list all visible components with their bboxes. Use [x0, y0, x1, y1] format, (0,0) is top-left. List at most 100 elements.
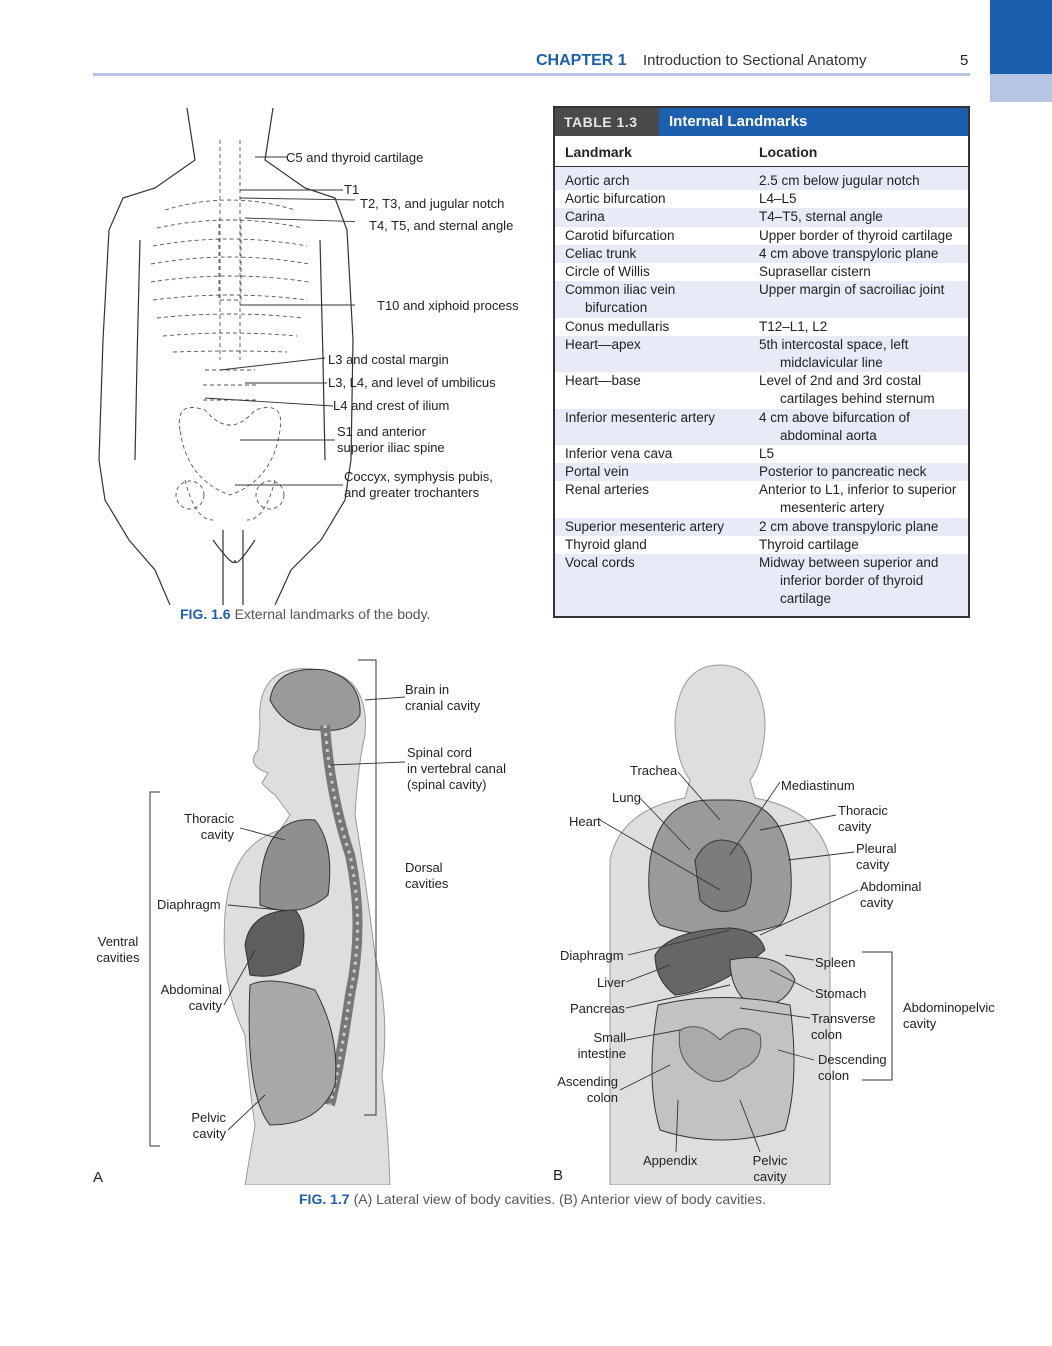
label-thoracic: Thoracic [184, 811, 234, 826]
label-t10: T10 and xiphoid process [377, 298, 519, 313]
label-pleural-cavity: cavity [856, 857, 890, 872]
cell-landmark: Renal arteries [565, 482, 650, 498]
cell-landmark: Circle of Willis [565, 264, 650, 279]
chapter-title: Introduction to Sectional Anatomy [643, 52, 867, 69]
cell-landmark: Heart—apex [565, 336, 641, 352]
label-pelvic-cavity: cavity [192, 1126, 226, 1141]
table-tag: TABLE 1.3 [555, 108, 659, 136]
label-spinal-cord: Spinal cord [407, 745, 473, 760]
cell-landmark: Celiac trunk [565, 245, 637, 261]
cell-location: 2 cm above transpyloric plane [759, 518, 939, 534]
label-spinal-cavity: (spinal cavity) [407, 777, 487, 792]
label-abdominopelvic: Abdominopelvic [903, 1000, 995, 1015]
label-descending-colon: colon [818, 1068, 850, 1083]
table-row: Superior mesenteric artery 2 cm above tra… [555, 518, 968, 536]
label-ventral: Ventral [97, 934, 139, 949]
label-c5: C5 and thyroid cartilage [286, 150, 424, 165]
label-intestine: intestine [577, 1046, 626, 1061]
cell-location: Posterior to pancreatic neck [759, 464, 927, 480]
label-s1-line1: S1 and anterior [337, 424, 426, 439]
cell-landmark: Carotid bifurcation [565, 227, 675, 243]
label-transverse: Transverse [811, 1011, 876, 1026]
label-lung: Lung [612, 790, 641, 805]
label-s1-line2: superior iliac spine [337, 440, 445, 455]
label-abdominopelvic-cavity: cavity [903, 1016, 937, 1031]
cell-location: Suprasellar cistern [759, 264, 871, 279]
lateral-body-cavities-illustration [223, 659, 391, 1185]
table-row: Inferior mesenteric artery 4 cm above bif… [555, 409, 968, 445]
table-row: Renal arteries Anterior to L1, inferior t… [555, 481, 968, 518]
table-row: Celiac trunk 4 cm above transpyloric plan… [555, 245, 968, 263]
label-t2: T2, T3, and jugular notch [360, 196, 505, 211]
label-coccyx-line1: Coccyx, symphysis pubis, [344, 469, 493, 484]
cell-landmark: Vocal cords [565, 555, 635, 571]
body-outline-illustration [98, 107, 355, 605]
label-appendix: Appendix [643, 1153, 698, 1168]
cell-landmark: Inferior vena cava [565, 446, 673, 461]
panel-letter-b: B [553, 1167, 564, 1184]
cell-landmark: Inferior mesenteric artery [565, 409, 716, 425]
column-header-location: Location [759, 144, 818, 160]
label-abdominal-cavity: cavity [188, 998, 222, 1013]
internal-landmarks-table: TABLE 1.3 Internal Landmarks Landmark Lo… [553, 106, 970, 618]
label-ascending: Ascending [557, 1074, 618, 1089]
label-l4: L4 and crest of ilium [333, 398, 450, 413]
panel-letter-a: A [93, 1169, 104, 1186]
label-thoracic-b: Thoracic [838, 803, 888, 818]
label-coccyx-line2: and greater trochanters [344, 485, 480, 500]
cell-landmark: Superior mesenteric artery [565, 518, 725, 534]
page-number: 5 [960, 52, 969, 69]
cell-landmark: Aortic bifurcation [565, 191, 666, 207]
label-pleural: Pleural [856, 841, 897, 856]
cell-location: L4–L5 [759, 191, 797, 207]
label-pancreas: Pancreas [570, 1001, 625, 1016]
cell-landmark: Thyroid gland [565, 537, 647, 552]
label-diaphragm-a: Diaphragm [157, 897, 221, 912]
label-pelvic: Pelvic [191, 1110, 226, 1125]
label-heart: Heart [569, 814, 601, 829]
label-stomach: Stomach [815, 986, 867, 1001]
label-abdominal-cavity-b: cavity [860, 895, 894, 910]
label-trachea: Trachea [630, 763, 678, 778]
cell-location: 2.5 cm below jugular notch [759, 173, 920, 188]
chapter-label: CHAPTER 1 [536, 52, 627, 69]
label-pelvic-b: Pelvic [752, 1153, 788, 1168]
label-small: Small [593, 1030, 626, 1045]
label-vertebral-canal: in vertebral canal [407, 761, 506, 776]
label-brain: Brain in [405, 682, 450, 697]
label-mediastinum: Mediastinum [781, 778, 855, 793]
cell-location: L5 [759, 446, 775, 461]
label-abdominal: Abdominal [160, 982, 222, 997]
label-spleen: Spleen [815, 955, 856, 970]
label-descending: Descending [818, 1052, 887, 1067]
table-row: Circle of Willis Suprasellar cistern [555, 263, 968, 282]
cell-location: T4–T5, sternal angle [759, 209, 883, 225]
label-t1: T1 [344, 182, 360, 197]
fig-1-7-caption: FIG. 1.7(A) Lateral view of body cavitie… [299, 1191, 766, 1207]
cell-landmark: Conus medullaris [565, 318, 670, 334]
table-column-headers: Landmark Location [555, 136, 968, 167]
header-rule [93, 73, 970, 76]
table-row: Aortic bifurcation L4–L5 [555, 190, 968, 209]
label-abdominal-b: Abdominal [860, 879, 922, 894]
label-l3: L3 and costal margin [328, 352, 449, 367]
table-row: Inferior vena cava L5 [555, 445, 968, 464]
cell-location: 4 cm above transpyloric plane [759, 245, 939, 261]
cell-landmark: Heart—base [565, 373, 641, 389]
label-ventral-cavities: cavities [96, 950, 140, 965]
label-ascending-colon: colon [586, 1090, 618, 1105]
